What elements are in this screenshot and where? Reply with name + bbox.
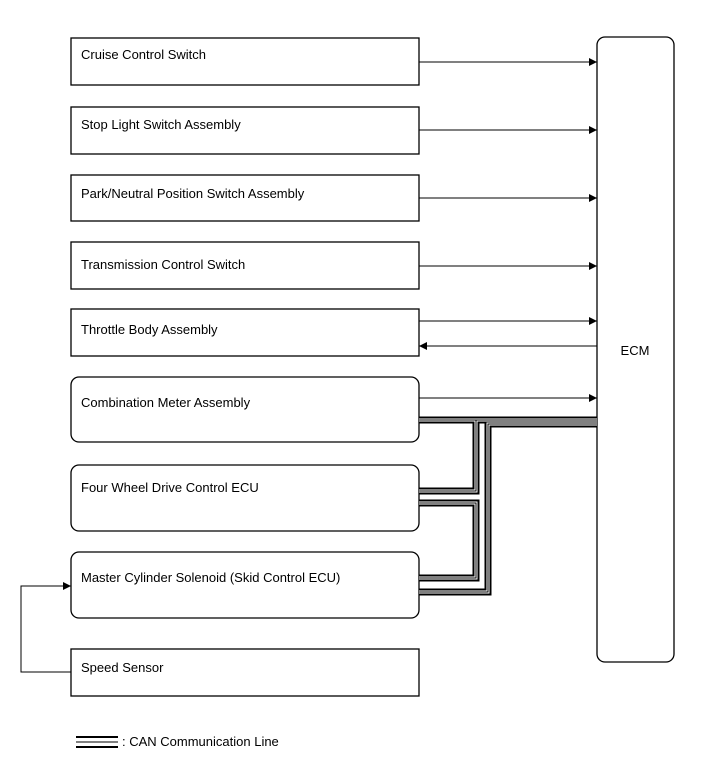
combination-meter-label: Combination Meter Assembly	[81, 395, 251, 410]
transmission-control-switch-label: Transmission Control Switch	[81, 257, 245, 272]
speed-sensor-label: Speed Sensor	[81, 660, 164, 675]
cruise-control-switch-box: Cruise Control Switch	[70, 37, 420, 86]
can-bus-outer	[419, 416, 597, 596]
speed-sensor-link	[20, 582, 71, 673]
throttle-body-box: Throttle Body Assembly	[70, 308, 420, 357]
four-wheel-drive-ecu-label: Four Wheel Drive Control ECU	[81, 480, 259, 495]
master-cylinder-solenoid-box: Master Cylinder Solenoid (Skid Control E…	[70, 551, 420, 619]
stop-light-switch-label: Stop Light Switch Assembly	[81, 117, 241, 132]
legend: : CAN Communication Line	[76, 734, 279, 749]
transmission-control-switch-box: Transmission Control Switch	[70, 241, 420, 290]
signal-arrows	[419, 58, 597, 402]
legend-can-line-label: : CAN Communication Line	[122, 734, 279, 749]
park-neutral-switch-label: Park/Neutral Position Switch Assembly	[81, 186, 305, 201]
stop-light-switch-box: Stop Light Switch Assembly	[70, 106, 420, 155]
cruise-control-switch-label: Cruise Control Switch	[81, 47, 206, 62]
ecm-label: ECM	[621, 343, 650, 358]
four-wheel-drive-ecu-box: Four Wheel Drive Control ECU	[70, 464, 420, 532]
combination-meter-box: Combination Meter Assembly	[70, 376, 420, 443]
master-cylinder-solenoid-label: Master Cylinder Solenoid (Skid Control E…	[81, 570, 340, 585]
throttle-body-label: Throttle Body Assembly	[81, 322, 218, 337]
speed-sensor-box: Speed Sensor	[70, 648, 420, 697]
park-neutral-switch-box: Park/Neutral Position Switch Assembly	[70, 174, 420, 222]
can-bus	[419, 416, 597, 596]
ecm-box: ECM	[596, 36, 675, 663]
legend-can-line-symbol	[76, 736, 118, 748]
can-bus-center	[419, 419, 597, 593]
